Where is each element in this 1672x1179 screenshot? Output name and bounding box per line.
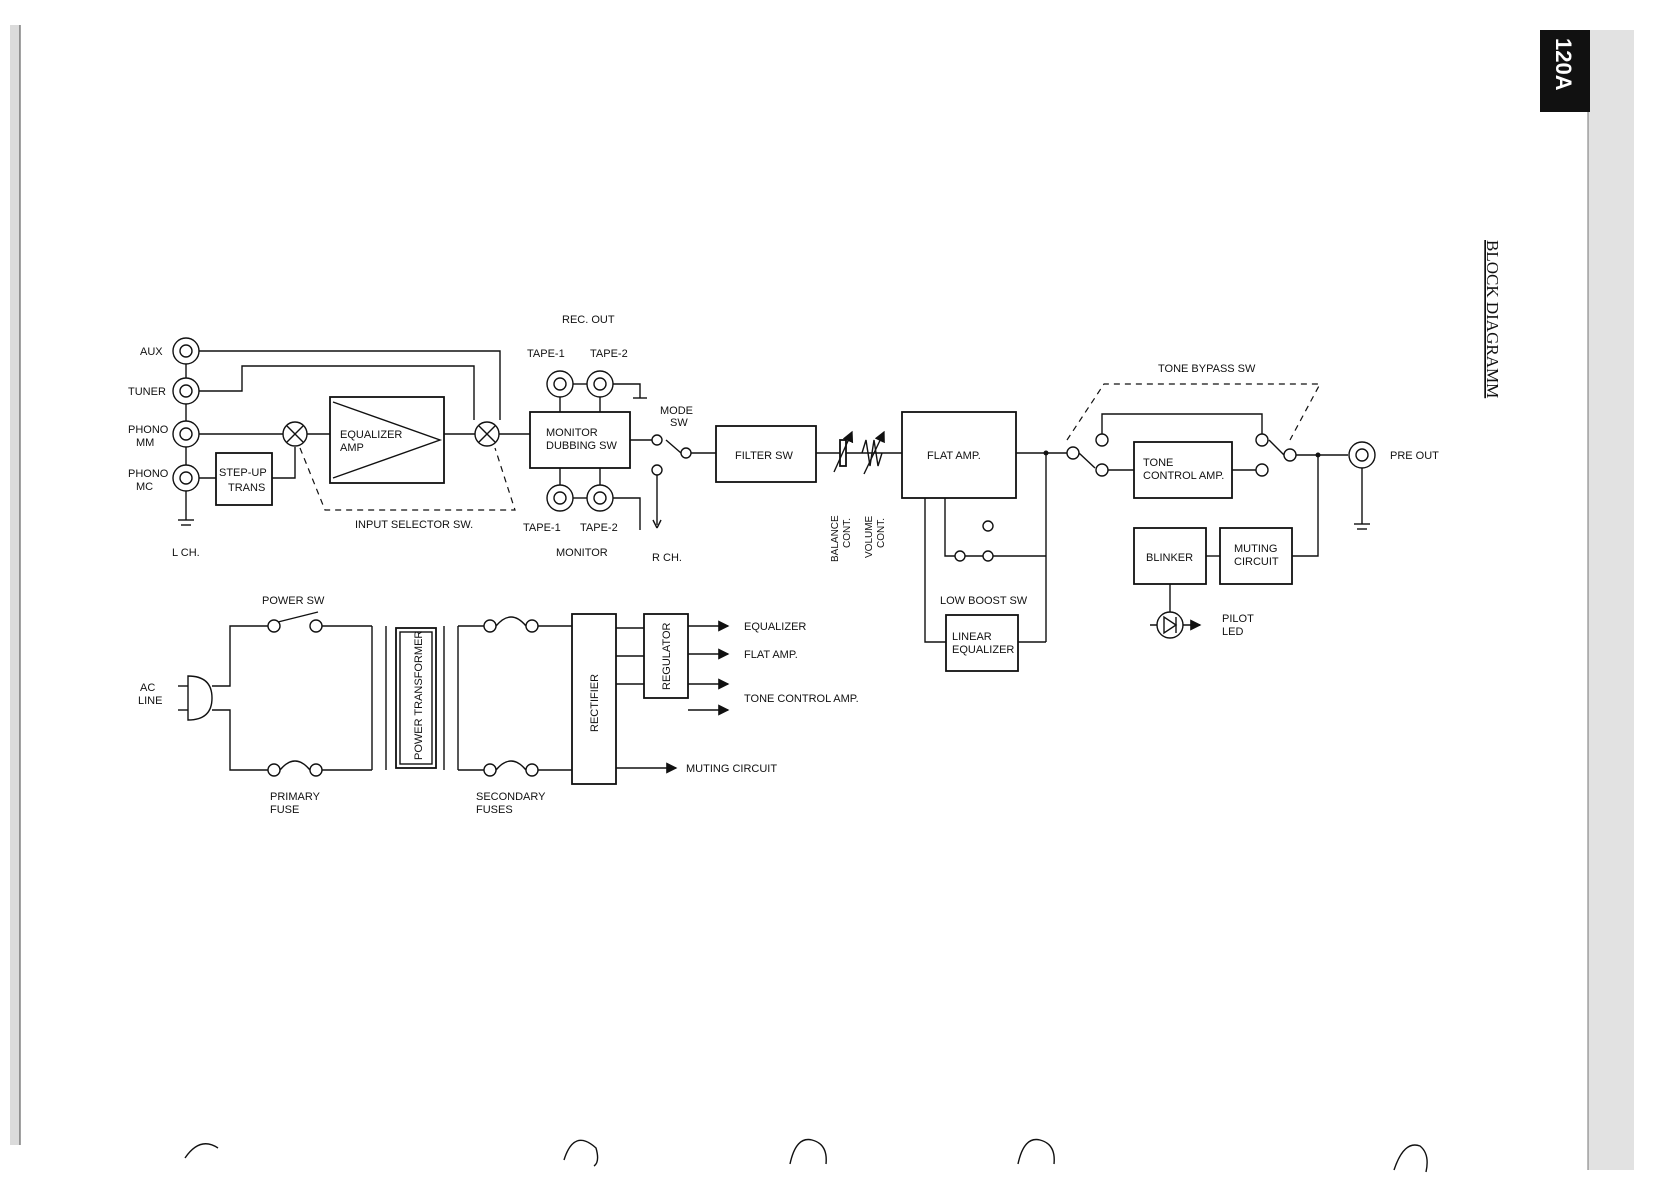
low-boost-switch	[924, 450, 1049, 643]
block-tone-control-amp	[1133, 441, 1233, 499]
monitor-jacks	[546, 468, 641, 530]
block-regulator	[643, 613, 689, 699]
label-ac-line-2: LINE	[138, 695, 162, 707]
label-monitor: MONITOR	[556, 547, 608, 559]
power-switch	[267, 611, 372, 633]
label-tone-bypass-sw: TONE BYPASS SW	[1158, 363, 1256, 375]
pilot-led	[1150, 584, 1202, 639]
label-secondary-fuses-1: SECONDARY	[476, 791, 546, 803]
volume-control	[861, 430, 885, 475]
block-flat-amp	[901, 411, 1017, 499]
input-selector-node-2	[474, 421, 500, 447]
power-output-arrows	[616, 620, 730, 774]
label-muting-2: CIRCUIT	[1234, 556, 1279, 568]
ac-plug	[178, 625, 268, 771]
label-pre-out: PRE OUT	[1390, 450, 1439, 462]
label-mon-tape1: TAPE-1	[523, 522, 561, 534]
label-mode-sw-1: MODE	[660, 405, 693, 417]
label-pilot-led-2: LED	[1222, 626, 1243, 638]
label-ac-line-1: AC	[140, 682, 155, 694]
page-badge: 120A	[1540, 30, 1590, 112]
rectifier-to-regulator	[616, 627, 644, 685]
label-pilot-led-1: PILOT	[1222, 613, 1254, 625]
balance-control	[833, 430, 854, 473]
transformer-core	[371, 626, 459, 770]
label-primary-fuse-2: FUSE	[270, 804, 299, 816]
tone-bypass-switch	[1066, 413, 1348, 477]
power-output-flat-amp: FLAT AMP.	[744, 649, 798, 661]
block-step-up-trans	[215, 452, 273, 506]
label-rectifier: RECTIFIER	[589, 674, 601, 732]
diagram-title: BLOCK DIAGRAMM	[1483, 240, 1502, 398]
label-rec-out: REC. OUT	[562, 314, 615, 326]
label-balance-cont-1: BALANCE	[830, 515, 841, 562]
label-volume-cont-2: CONT.	[876, 518, 887, 548]
secondary-fuses	[458, 616, 572, 777]
label-phono-mc-2: MC	[136, 481, 153, 493]
input-selector-node-1	[282, 421, 308, 447]
primary-fuse	[267, 760, 372, 777]
power-output-tone-control: TONE CONTROL AMP.	[744, 693, 859, 705]
label-tone-control-2: CONTROL AMP.	[1143, 470, 1224, 482]
label-phono-mm-2: MM	[136, 437, 154, 449]
label-flat-amp: FLAT AMP.	[927, 450, 981, 462]
block-linear-equalizer	[945, 614, 1019, 672]
label-balance-cont-2: CONT.	[842, 518, 853, 548]
label-mon-tape2: TAPE-2	[580, 522, 618, 534]
label-step-up-2: TRANS	[228, 482, 265, 494]
input-jacks	[172, 337, 200, 526]
label-regulator: REGULATOR	[661, 623, 673, 690]
label-muting-1: MUTING	[1234, 543, 1277, 555]
block-filter-sw	[715, 425, 817, 483]
binder-holes	[184, 1138, 1428, 1173]
label-monitor-dubbing-2: DUBBING SW	[546, 440, 618, 452]
label-primary-fuse-1: PRIMARY	[270, 791, 321, 803]
label-aux: AUX	[140, 346, 163, 358]
label-tuner: TUNER	[128, 386, 166, 398]
label-filter-sw: FILTER SW	[735, 450, 793, 462]
label-linear-eq-2: EQUALIZER	[952, 644, 1014, 656]
scan-edge-left	[10, 25, 21, 1145]
label-right-channel: R CH.	[652, 552, 682, 564]
label-low-boost-sw: LOW BOOST SW	[940, 595, 1028, 607]
label-power-transformer: POWER TRANSFORMER	[413, 631, 425, 760]
label-volume-cont-1: VOLUME	[864, 515, 875, 558]
scan-edge-right	[1587, 30, 1634, 1170]
label-phono-mc-1: PHONO	[128, 468, 169, 480]
label-left-channel: L CH.	[172, 547, 200, 559]
label-equalizer-amp-1: EQUALIZER	[340, 429, 402, 441]
block-equalizer-amp	[329, 396, 445, 484]
label-mode-sw-2: SW	[670, 417, 688, 429]
label-blinker: BLINKER	[1146, 552, 1193, 564]
label-rec-tape2: TAPE-2	[590, 348, 628, 360]
power-output-equalizer: EQUALIZER	[744, 621, 806, 633]
rec-out-jacks	[546, 370, 647, 412]
block-rectifier	[571, 613, 617, 785]
pre-out-jack	[1348, 441, 1376, 530]
label-monitor-dubbing-1: MONITOR	[546, 427, 598, 439]
label-linear-eq-1: LINEAR	[952, 631, 992, 643]
label-rec-tape1: TAPE-1	[527, 348, 565, 360]
power-output-muting: MUTING CIRCUIT	[686, 763, 777, 775]
label-equalizer-amp-2: AMP	[340, 442, 364, 454]
label-power-sw: POWER SW	[262, 595, 325, 607]
label-secondary-fuses-2: FUSES	[476, 804, 513, 816]
label-step-up-1: STEP-UP	[219, 467, 267, 479]
mode-switch	[630, 434, 716, 529]
block-muting-circuit	[1219, 527, 1293, 585]
label-tone-control-1: TONE	[1143, 457, 1173, 469]
label-phono-mm-1: PHONO	[128, 424, 169, 436]
block-power-transformer	[395, 627, 437, 769]
page-badge-text: 120A	[1551, 38, 1576, 91]
label-input-selector-sw: INPUT SELECTOR SW.	[355, 519, 473, 531]
